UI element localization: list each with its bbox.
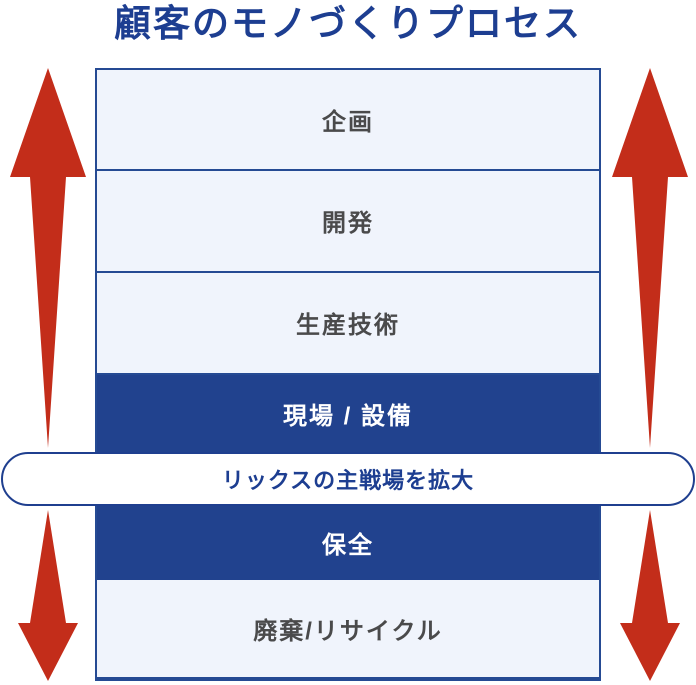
process-column: 企画 開発 生産技術 現場 / 設備 保全 廃棄/リサイクル <box>95 68 601 681</box>
process-box-maintenance: 保全 <box>97 505 599 580</box>
main-battlefield-callout: リックスの主戦場を拡大 <box>1 452 695 506</box>
right-up-arrow-icon <box>612 68 688 448</box>
process-box-disposal-recycle: 廃棄/リサイクル <box>97 579 599 679</box>
left-down-arrow-icon <box>18 510 78 681</box>
diagram-title: 顧客のモノづくりプロセス <box>114 3 582 44</box>
process-box-development: 開発 <box>97 171 599 273</box>
process-box-production-engineering: 生産技術 <box>97 272 599 375</box>
right-down-arrow-icon <box>620 510 680 681</box>
left-up-arrow-icon <box>10 68 86 448</box>
process-box-planning: 企画 <box>97 70 599 172</box>
